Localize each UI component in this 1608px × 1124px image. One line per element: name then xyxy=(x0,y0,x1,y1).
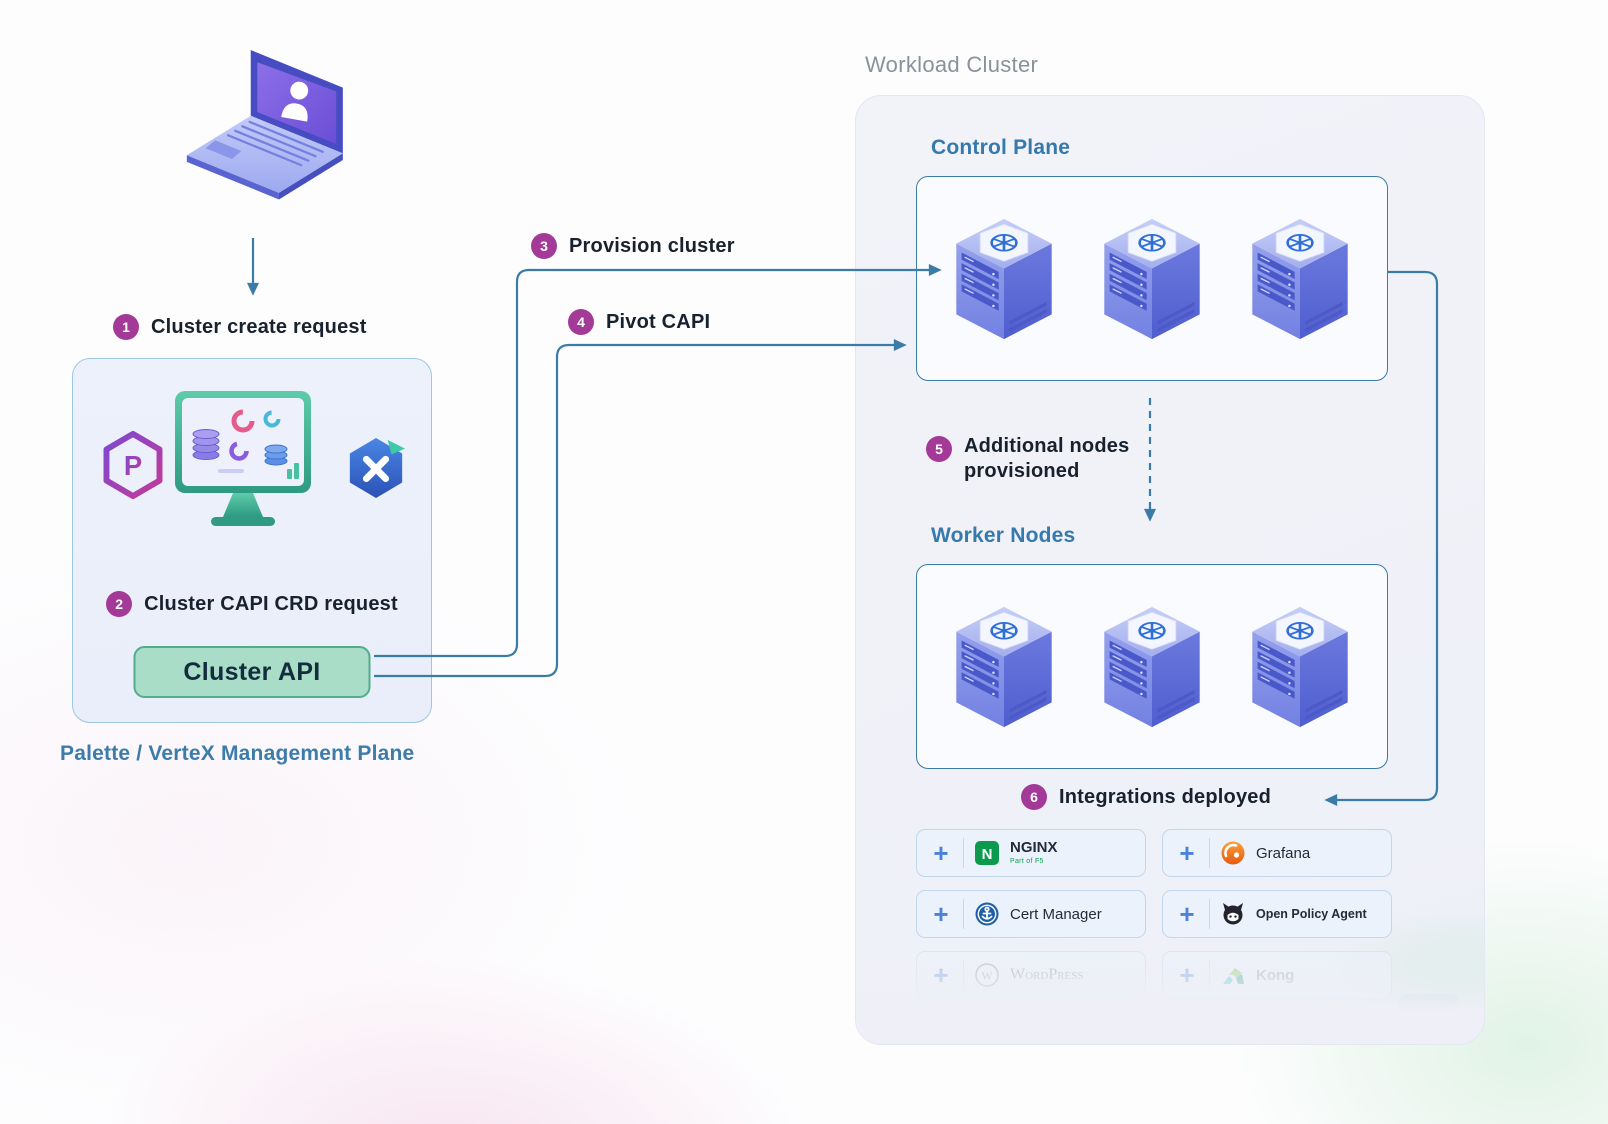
integration-card-opa: + Open Policy Agent xyxy=(1162,890,1392,938)
workload-cluster-container: Control Plane 5 Additional nodes provisi… xyxy=(855,95,1485,1045)
step-3-text: Provision cluster xyxy=(569,234,735,257)
workload-cluster-title: Workload Cluster xyxy=(865,52,1039,77)
integration-name: WordPress xyxy=(1010,966,1084,983)
plus-icon: + xyxy=(1179,960,1195,990)
nginx-logo-icon: N xyxy=(975,841,999,865)
kubernetes-node-icon xyxy=(1099,217,1205,341)
cluster-api-label: Cluster API xyxy=(183,657,321,686)
watermark xyxy=(1399,994,1459,1030)
integration-name: Cert Manager xyxy=(1010,905,1102,923)
laptop-icon xyxy=(168,48,356,208)
pivot-capi-arrow xyxy=(374,338,907,678)
step-1-badge: 1 xyxy=(113,314,139,340)
control-plane-box xyxy=(916,176,1388,381)
step-4-text: Pivot CAPI xyxy=(606,310,711,333)
svg-text:N: N xyxy=(982,846,993,863)
step-5-label: 5 Additional nodes provisioned xyxy=(926,434,1169,484)
integration-card-nginx: + N NGINX Part of F5 xyxy=(916,829,1146,877)
card-divider xyxy=(963,960,964,990)
management-plane-caption: Palette / VerteX Management Plane xyxy=(60,742,415,765)
cert-manager-logo-icon xyxy=(975,902,999,926)
svg-text:W: W xyxy=(981,969,993,983)
integrations-grid: + N NGINX Part of F5 + xyxy=(916,829,1392,999)
step-6-text: Integrations deployed xyxy=(1059,785,1272,808)
step-6-label: 6 Integrations deployed xyxy=(1021,784,1271,810)
opa-logo-icon xyxy=(1223,903,1243,925)
card-divider xyxy=(1209,960,1210,990)
control-plane-title: Control Plane xyxy=(931,136,1071,159)
integration-card-wordpress: + W WordPress xyxy=(916,951,1146,999)
kubernetes-node-icon xyxy=(951,605,1057,729)
step-2-label: 2 Cluster CAPI CRD request xyxy=(73,591,431,617)
svg-text:P: P xyxy=(124,450,142,481)
worker-nodes-box xyxy=(916,564,1388,769)
integration-name: NGINX xyxy=(1010,839,1058,857)
kubernetes-node-icon xyxy=(1247,605,1353,729)
worker-nodes-title: Worker Nodes xyxy=(931,524,1076,547)
kubernetes-node-icon xyxy=(951,217,1057,341)
card-divider xyxy=(1209,899,1210,929)
integration-card-cert-manager: + Cert Manager xyxy=(916,890,1146,938)
plus-icon: + xyxy=(933,899,949,929)
palette-logo-icon: P xyxy=(103,430,163,500)
wordpress-logo-icon: W xyxy=(975,963,999,987)
step-2-text: Cluster CAPI CRD request xyxy=(144,592,398,615)
cluster-api-button: Cluster API xyxy=(133,646,371,698)
card-divider xyxy=(1209,838,1210,868)
management-plane-box: P xyxy=(72,358,432,723)
plus-icon: + xyxy=(1179,899,1195,929)
kong-logo-icon xyxy=(1223,968,1244,984)
plus-icon: + xyxy=(1179,838,1195,868)
step-1-text: Cluster create request xyxy=(151,315,367,338)
integration-name: Open Policy Agent xyxy=(1256,907,1367,921)
step-1-label: 1 Cluster create request xyxy=(113,314,367,340)
dashboard-monitor-icon xyxy=(175,391,311,526)
card-divider xyxy=(963,899,964,929)
step-5-badge: 5 xyxy=(926,436,952,462)
step-6-badge: 6 xyxy=(1021,784,1047,810)
step-3-badge: 3 xyxy=(531,233,557,259)
step-3-label: 3 Provision cluster xyxy=(531,233,735,259)
step-5-text: Additional nodes provisioned xyxy=(964,435,1130,482)
integration-card-kong: + Kong xyxy=(1162,951,1392,999)
kubernetes-node-icon xyxy=(1247,217,1353,341)
plus-icon: + xyxy=(933,960,949,990)
plus-icon: + xyxy=(933,838,949,868)
step-4-label: 4 Pivot CAPI xyxy=(568,309,710,335)
card-divider xyxy=(963,838,964,868)
integration-subtext: Part of F5 xyxy=(1010,857,1044,865)
kubernetes-node-icon xyxy=(1099,605,1205,729)
vertex-logo-icon xyxy=(349,437,406,499)
step-2-badge: 2 xyxy=(106,591,133,617)
grafana-logo-icon xyxy=(1221,841,1245,865)
integration-name: Kong xyxy=(1256,966,1295,984)
integration-name: Grafana xyxy=(1256,844,1311,862)
integration-card-grafana: + Grafana xyxy=(1162,829,1392,877)
step-4-badge: 4 xyxy=(568,309,594,335)
user-avatar-icon xyxy=(168,48,356,208)
